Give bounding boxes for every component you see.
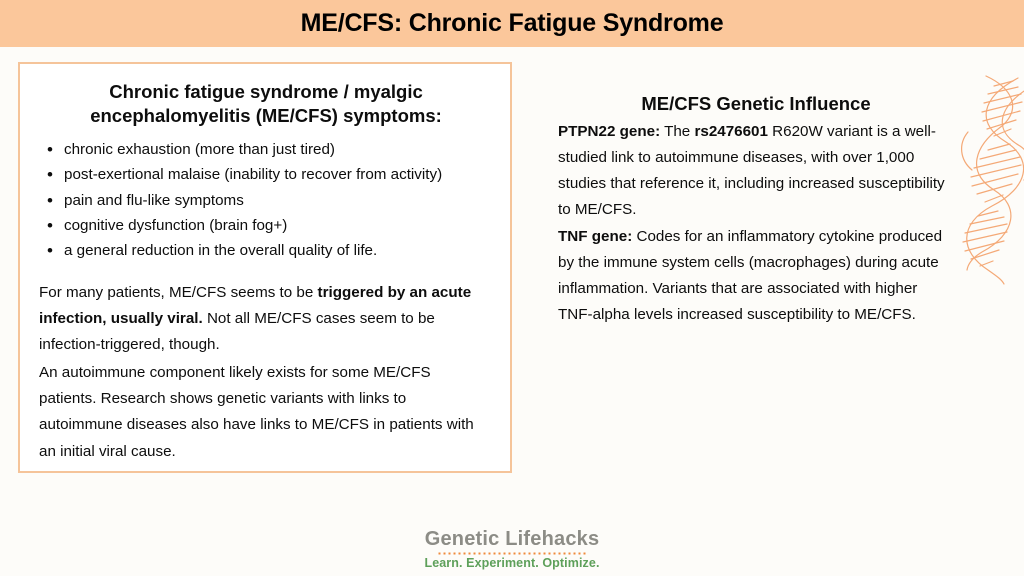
list-item: pain and flu-like symptoms — [34, 186, 498, 214]
brand-tagline: Learn. Experiment. Optimize. — [424, 556, 600, 570]
page-header-band: ME/CFS: Chronic Fatigue Syndrome — [0, 0, 1024, 47]
symptoms-card-body: Chronic fatigue syndrome / myalgic encep… — [20, 64, 510, 475]
trigger-paragraph: For many patients, ME/CFS seems to be tr… — [34, 280, 498, 358]
trigger-paragraph-lead: For many patients, ME/CFS seems to be — [39, 283, 318, 301]
gene-paragraph-ptpn22: PTPN22 gene: The rs2476601 R620W variant… — [558, 119, 954, 224]
trigger-paragraph-tail: Not all ME/CFS cases seem to be infectio… — [39, 309, 435, 354]
genetic-influence-panel: ME/CFS Genetic Influence PTPN22 gene: Th… — [558, 92, 954, 328]
symptoms-list: chronic exhaustion (more than just tired… — [34, 136, 498, 265]
gene-label-tnf: TNF gene: — [558, 227, 633, 245]
trigger-paragraph-emphasis: triggered by an acute infection, usually… — [39, 283, 472, 327]
gene-paragraph-tnf: TNF gene: Codes for an inflammatory cyto… — [558, 224, 954, 329]
list-item: post-exertional malaise (inability to re… — [34, 161, 498, 189]
gene-text-after-variant: R620W variant is a well-studied link to … — [558, 123, 945, 219]
gene-label-ptpn22: PTPN22 gene: — [558, 123, 661, 141]
list-item: cognitive dysfunction (brain fog+) — [34, 212, 498, 240]
genetic-influence-heading: ME/CFS Genetic Influence — [641, 93, 871, 114]
list-item: a general reduction in the overall quali… — [34, 237, 498, 265]
autoimmune-paragraph: An autoimmune component likely exists fo… — [39, 364, 474, 460]
gene-variant-rsid: rs2476601 — [694, 123, 768, 141]
footer-logo: Genetic Lifehacks Learn. Experiment. Opt… — [0, 528, 1024, 570]
brand-name: Genetic Lifehacks — [424, 528, 600, 550]
gene-text-before-variant: The — [660, 123, 695, 141]
logo-dotted-divider — [437, 552, 587, 555]
symptoms-heading: Chronic fatigue syndrome / myalgic encep… — [90, 81, 442, 126]
dna-helix-icon — [958, 72, 1024, 287]
page-title: ME/CFS: Chronic Fatigue Syndrome — [300, 9, 724, 37]
gene-text-tnf-body: Codes for an inflammatory cytokine produ… — [558, 227, 943, 324]
symptoms-card: Chronic fatigue syndrome / myalgic encep… — [18, 62, 512, 473]
list-item: chronic exhaustion (more than just tired… — [34, 136, 498, 164]
